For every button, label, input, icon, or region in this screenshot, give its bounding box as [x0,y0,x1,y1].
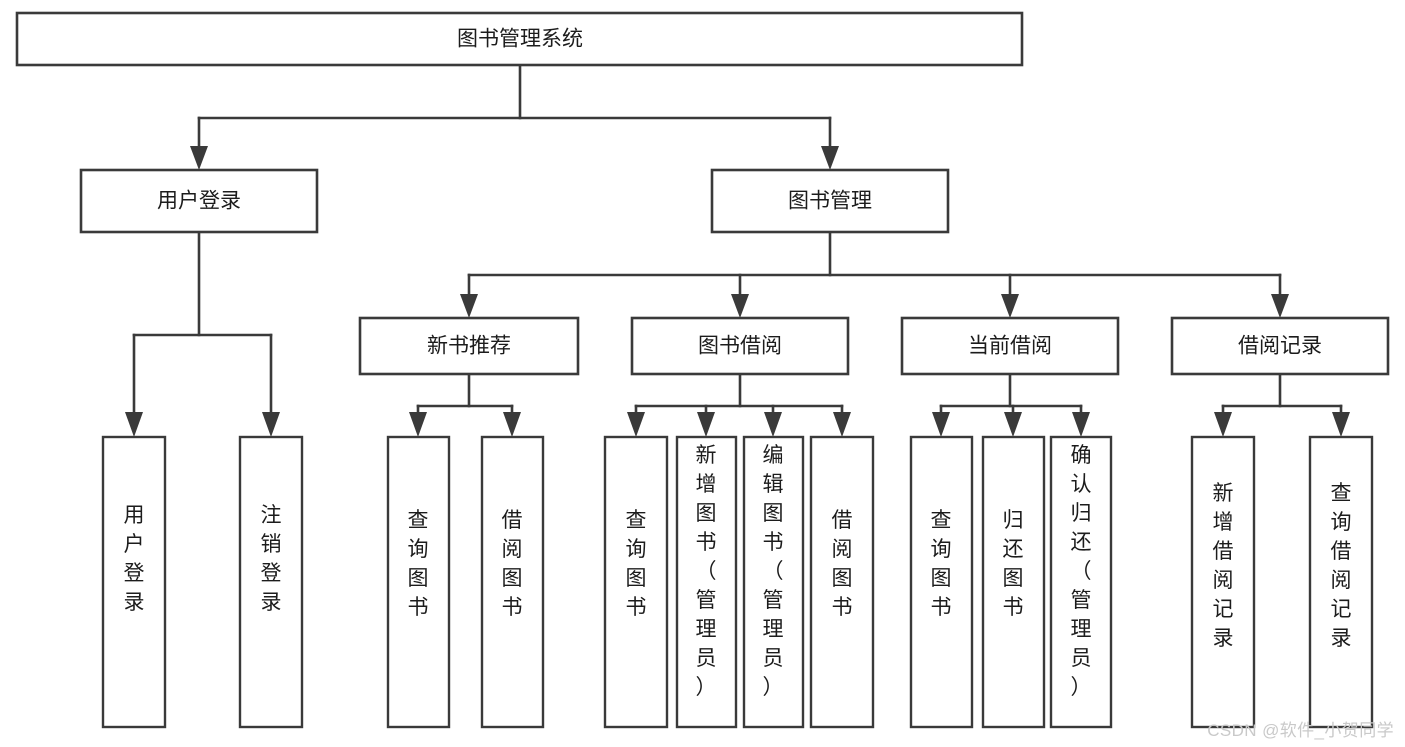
node-leaf-bookborrow-edit-box[interactable] [742,435,805,729]
node-leaf-bookborrow-add[interactable]: 新增图书（管理员） [675,435,738,729]
node-group-new-books[interactable]: 新书推荐 [358,316,580,376]
arrow-current-borrow-leaf-2 [1004,412,1022,437]
node-leaf-currentborrow-confirm-box[interactable] [1049,435,1113,729]
node-leaf-user-login-box[interactable] [101,435,167,729]
node-leaf-currentborrow-return-label: 归还图书 [1003,509,1024,619]
node-leaf-user-logout-box[interactable] [238,435,304,729]
node-leaf-newbooks-query-box[interactable] [386,435,451,729]
arrow-new-books-leaf-1 [409,412,427,437]
node-leaf-user-login[interactable]: 用户登录 [101,435,167,729]
arrow-book-borrow-leaf-4 [833,412,851,437]
node-leaf-user-logout[interactable]: 注销登录 [238,435,304,729]
node-user-login[interactable]: 用户登录 [79,168,319,234]
node-leaf-record-query-label: 查询借阅记录 [1331,482,1352,650]
arrow-to-group-book-borrow [731,294,749,318]
node-leaf-bookborrow-edit[interactable]: 编辑图书（管理员） [742,435,805,729]
node-leaf-bookborrow-query-label: 查询图书 [626,509,647,619]
node-leaf-record-query-box[interactable] [1308,435,1374,729]
node-root-system[interactable]: 图书管理系统 [15,11,1024,67]
arrow-borrow-record-leaf-1 [1214,412,1232,437]
arrow-user-login-leaf-1 [125,412,143,437]
node-leaf-newbooks-borrow[interactable]: 借阅图书 [480,435,545,729]
arrow-borrow-record-leaf-2 [1332,412,1350,437]
node-leaf-newbooks-query[interactable]: 查询图书 [386,435,451,729]
node-leaf-currentborrow-return[interactable]: 归还图书 [981,435,1046,729]
arrow-to-group-current-borrow [1001,294,1019,318]
node-leaf-currentborrow-query-label: 查询图书 [931,509,952,619]
arrow-new-books-leaf-2 [503,412,521,437]
node-leaf-bookborrow-add-label: 新增图书（管理员） [696,444,717,699]
node-group-current-borrow-label: 当前借阅 [968,335,1052,358]
node-leaf-currentborrow-return-box[interactable] [981,435,1046,729]
node-user-login-box[interactable] [79,168,319,234]
node-root-system-box[interactable] [15,11,1024,67]
node-leaf-record-query[interactable]: 查询借阅记录 [1308,435,1374,729]
node-group-new-books-box[interactable] [358,316,580,376]
arrow-user-login-leaf-2 [262,412,280,437]
node-group-new-books-label: 新书推荐 [427,335,511,358]
arrow-to-user-login [190,146,208,170]
node-leaf-record-add-box[interactable] [1190,435,1256,729]
node-root-system-label: 图书管理系统 [457,28,583,51]
node-leaf-currentborrow-query[interactable]: 查询图书 [909,435,974,729]
node-group-borrow-record[interactable]: 借阅记录 [1170,316,1390,376]
node-leaf-bookborrow-edit-label: 编辑图书（管理员） [763,444,784,699]
node-leaf-bookborrow-query-box[interactable] [603,435,669,729]
arrow-current-borrow-leaf-1 [932,412,950,437]
node-group-book-borrow-box[interactable] [630,316,850,376]
node-leaf-bookborrow-borrow-label: 借阅图书 [832,509,853,619]
node-book-manage-label: 图书管理 [788,190,872,213]
node-leaf-bookborrow-add-box[interactable] [675,435,738,729]
node-leaf-bookborrow-borrow-box[interactable] [809,435,875,729]
node-leaf-user-logout-label: 注销登录 [261,504,282,614]
node-user-login-label: 用户登录 [157,190,241,213]
arrow-current-borrow-leaf-3 [1072,412,1090,437]
node-group-current-borrow-box[interactable] [900,316,1120,376]
node-group-borrow-record-box[interactable] [1170,316,1390,376]
node-leaf-user-login-label: 用户登录 [124,504,145,614]
node-leaf-newbooks-borrow-box[interactable] [480,435,545,729]
node-group-book-borrow-label: 图书借阅 [698,335,782,358]
edges-layer [125,63,1350,437]
node-book-manage-box[interactable] [710,168,950,234]
arrow-book-borrow-leaf-1 [627,412,645,437]
arrow-to-group-new-books [460,294,478,318]
node-leaf-record-add-label: 新增借阅记录 [1213,482,1234,650]
node-leaf-currentborrow-query-box[interactable] [909,435,974,729]
node-leaf-bookborrow-borrow[interactable]: 借阅图书 [809,435,875,729]
arrow-book-borrow-leaf-2 [697,412,715,437]
node-group-current-borrow[interactable]: 当前借阅 [900,316,1120,376]
node-leaf-currentborrow-confirm-label: 确认归还（管理员） [1071,444,1092,699]
arrow-to-group-borrow-record [1271,294,1289,318]
arrow-book-borrow-leaf-3 [764,412,782,437]
arrow-to-book-manage [821,146,839,170]
node-leaf-newbooks-query-label: 查询图书 [408,509,429,619]
node-group-borrow-record-label: 借阅记录 [1238,335,1322,358]
node-book-manage[interactable]: 图书管理 [710,168,950,234]
node-leaf-newbooks-borrow-label: 借阅图书 [502,509,523,619]
node-leaf-record-add[interactable]: 新增借阅记录 [1190,435,1256,729]
node-leaf-bookborrow-query[interactable]: 查询图书 [603,435,669,729]
node-leaf-currentborrow-confirm[interactable]: 确认归还（管理员） [1049,435,1113,729]
node-group-book-borrow[interactable]: 图书借阅 [630,316,850,376]
